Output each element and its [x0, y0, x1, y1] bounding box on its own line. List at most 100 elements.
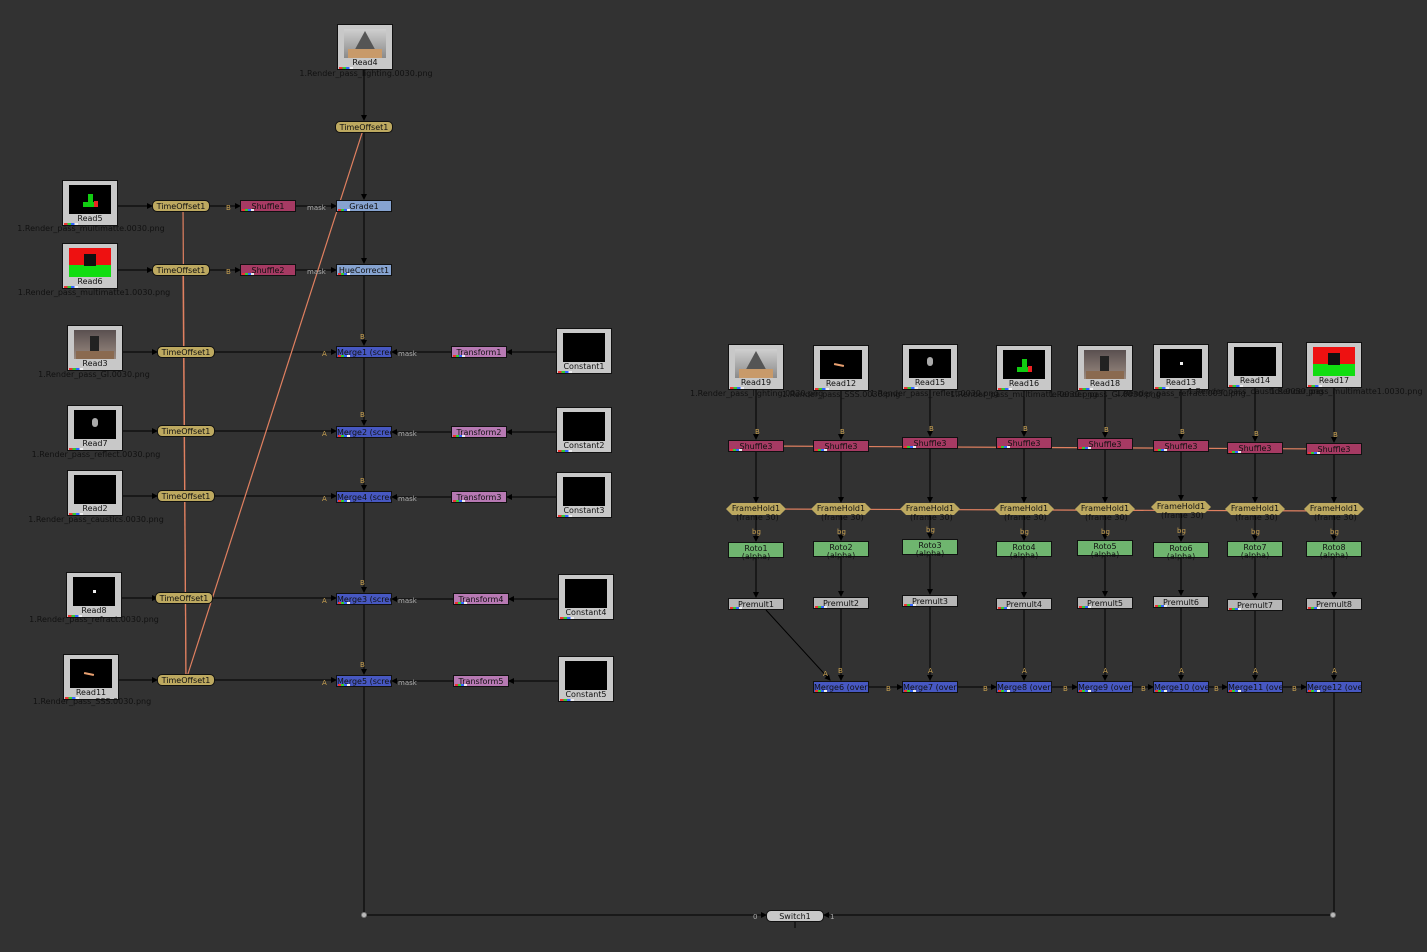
node-label: Transform5 [458, 677, 504, 686]
node-label: Shuffle3 [824, 442, 858, 451]
shuffle-node[interactable]: Shuffle3 [1153, 440, 1209, 452]
framehold-node[interactable]: FrameHold1 [1225, 503, 1285, 515]
timeoffset-node[interactable]: TimeOffset1 [335, 121, 393, 133]
transform-node[interactable]: Transform1 [451, 346, 507, 358]
timeoffset-node[interactable]: TimeOffset1 [157, 674, 215, 686]
timeoffset-node[interactable]: TimeOffset1 [157, 346, 215, 358]
switch-node[interactable]: Switch1 [766, 910, 824, 922]
framehold-node[interactable]: FrameHold1 [1304, 503, 1364, 515]
node-label: Read5 [77, 214, 103, 223]
read-node-read4[interactable]: Read4 [337, 24, 393, 70]
node-label: TimeOffset1 [161, 348, 211, 357]
roto-node[interactable]: Roto3 [902, 539, 958, 555]
merge-node[interactable]: Merge4 (screen) [336, 491, 392, 503]
merge-node[interactable]: Merge9 (over) [1077, 681, 1133, 693]
roto-node[interactable]: Roto5 [1077, 540, 1133, 556]
transform-node[interactable]: Transform5 [453, 675, 509, 687]
merge-node[interactable]: Merge8 (over) [996, 681, 1052, 693]
shuffle-node[interactable]: Shuffle3 [1306, 443, 1362, 455]
merge-node[interactable]: Merge12 (over) [1306, 681, 1362, 693]
constant-node[interactable]: Constant3 [556, 472, 612, 518]
read-node-read11[interactable]: Read11 [63, 654, 119, 700]
shuffle-node[interactable]: Shuffle3 [1077, 438, 1133, 450]
read-node-read5[interactable]: Read5 [62, 180, 118, 226]
roto-node[interactable]: Roto1 [728, 542, 784, 558]
read-node-read19[interactable]: Read19 [728, 344, 784, 390]
dot-node[interactable] [361, 912, 367, 918]
read-node-read2[interactable]: Read2 [67, 470, 123, 516]
shuffle-node[interactable]: Shuffle3 [902, 437, 958, 449]
framehold-node[interactable]: FrameHold1 [1075, 503, 1135, 515]
node-label: Premult7 [1236, 601, 1274, 610]
timeoffset-node[interactable]: TimeOffset1 [152, 200, 210, 212]
framehold-node[interactable]: FrameHold1 [811, 503, 871, 515]
premult-node[interactable]: Premult7 [1227, 599, 1283, 611]
read-node-read18[interactable]: Read18 [1077, 345, 1133, 391]
port-label-bg: bg [837, 528, 846, 536]
dot-node[interactable] [1330, 912, 1336, 918]
node-label: Shuffle3 [739, 442, 773, 451]
premult-node[interactable]: Premult5 [1077, 597, 1133, 609]
read-node-read6[interactable]: Read6 [62, 243, 118, 289]
node-label: Switch1 [779, 912, 811, 921]
merge-node[interactable]: Merge3 (screen) [336, 593, 392, 605]
merge-node[interactable]: Merge5 (screen) [336, 675, 392, 687]
timeoffset-node[interactable]: TimeOffset1 [157, 490, 215, 502]
transform-node[interactable]: Transform4 [453, 593, 509, 605]
roto-node[interactable]: Roto2 [813, 541, 869, 557]
node-label: FrameHold1 [731, 504, 781, 513]
merge-node[interactable]: Merge11 (over) [1227, 681, 1283, 693]
timeoffset-node[interactable]: TimeOffset1 [157, 425, 215, 437]
premult-node[interactable]: Premult1 [728, 598, 784, 610]
shuffle-node[interactable]: Shuffle2 [240, 264, 296, 276]
merge-node[interactable]: Merge10 (over) [1153, 681, 1209, 693]
read-node-read17[interactable]: Read17 [1306, 342, 1362, 388]
framehold-node[interactable]: FrameHold1 [900, 503, 960, 515]
shuffle-node[interactable]: Shuffle3 [728, 440, 784, 452]
framehold-node[interactable]: FrameHold1 [1151, 501, 1211, 513]
grade-node[interactable]: Grade1 [336, 200, 392, 212]
roto-node[interactable]: Roto6 [1153, 542, 1209, 558]
transform-node[interactable]: Transform3 [451, 491, 507, 503]
read-node-read15[interactable]: Read15 [902, 344, 958, 390]
roto-node[interactable]: Roto4 [996, 541, 1052, 557]
constant-node[interactable]: Constant5 [558, 656, 614, 702]
shuffle-node[interactable]: Shuffle3 [1227, 442, 1283, 454]
premult-node[interactable]: Premult4 [996, 598, 1052, 610]
channel-indicator [338, 602, 350, 604]
premult-node[interactable]: Premult6 [1153, 596, 1209, 608]
node-label: Shuffle3 [1317, 445, 1351, 454]
huecorrect-node[interactable]: HueCorrect1 [336, 264, 392, 276]
framehold-sub: (frame 30) [736, 513, 779, 522]
read-node-read14[interactable]: Read14 [1227, 342, 1283, 388]
read-node-read13[interactable]: Read13 [1153, 344, 1209, 390]
shuffle-node[interactable]: Shuffle1 [240, 200, 296, 212]
premult-node[interactable]: Premult8 [1306, 598, 1362, 610]
constant-node[interactable]: Constant1 [556, 328, 612, 374]
constant-node[interactable]: Constant2 [556, 407, 612, 453]
merge-node[interactable]: Merge6 (over) [813, 681, 869, 693]
premult-node[interactable]: Premult3 [902, 595, 958, 607]
transform-node[interactable]: Transform2 [451, 426, 507, 438]
premult-node[interactable]: Premult2 [813, 597, 869, 609]
read-node-read3[interactable]: Read3 [67, 325, 123, 371]
timeoffset-node[interactable]: TimeOffset1 [155, 592, 213, 604]
merge-node[interactable]: Merge2 (screen) [336, 426, 392, 438]
merge-node[interactable]: Merge7 (over) [902, 681, 958, 693]
shuffle-node[interactable]: Shuffle3 [996, 437, 1052, 449]
framehold-node[interactable]: FrameHold1 [726, 503, 786, 515]
merge-node[interactable]: Merge1 (screen) [336, 346, 392, 358]
roto-node[interactable]: Roto7 [1227, 541, 1283, 557]
channel-indicator [730, 607, 742, 609]
port-label-a: A [823, 670, 828, 678]
read-node-read16[interactable]: Read16 [996, 345, 1052, 391]
read-node-read8[interactable]: Read8 [66, 572, 122, 618]
shuffle-node[interactable]: Shuffle3 [813, 440, 869, 452]
read-node-read7[interactable]: Read7 [67, 405, 123, 451]
framehold-node[interactable]: FrameHold1 [994, 503, 1054, 515]
constant-node[interactable]: Constant4 [558, 574, 614, 620]
timeoffset-node[interactable]: TimeOffset1 [152, 264, 210, 276]
read-node-read12[interactable]: Read12 [813, 345, 869, 391]
roto-node[interactable]: Roto8 [1306, 541, 1362, 557]
